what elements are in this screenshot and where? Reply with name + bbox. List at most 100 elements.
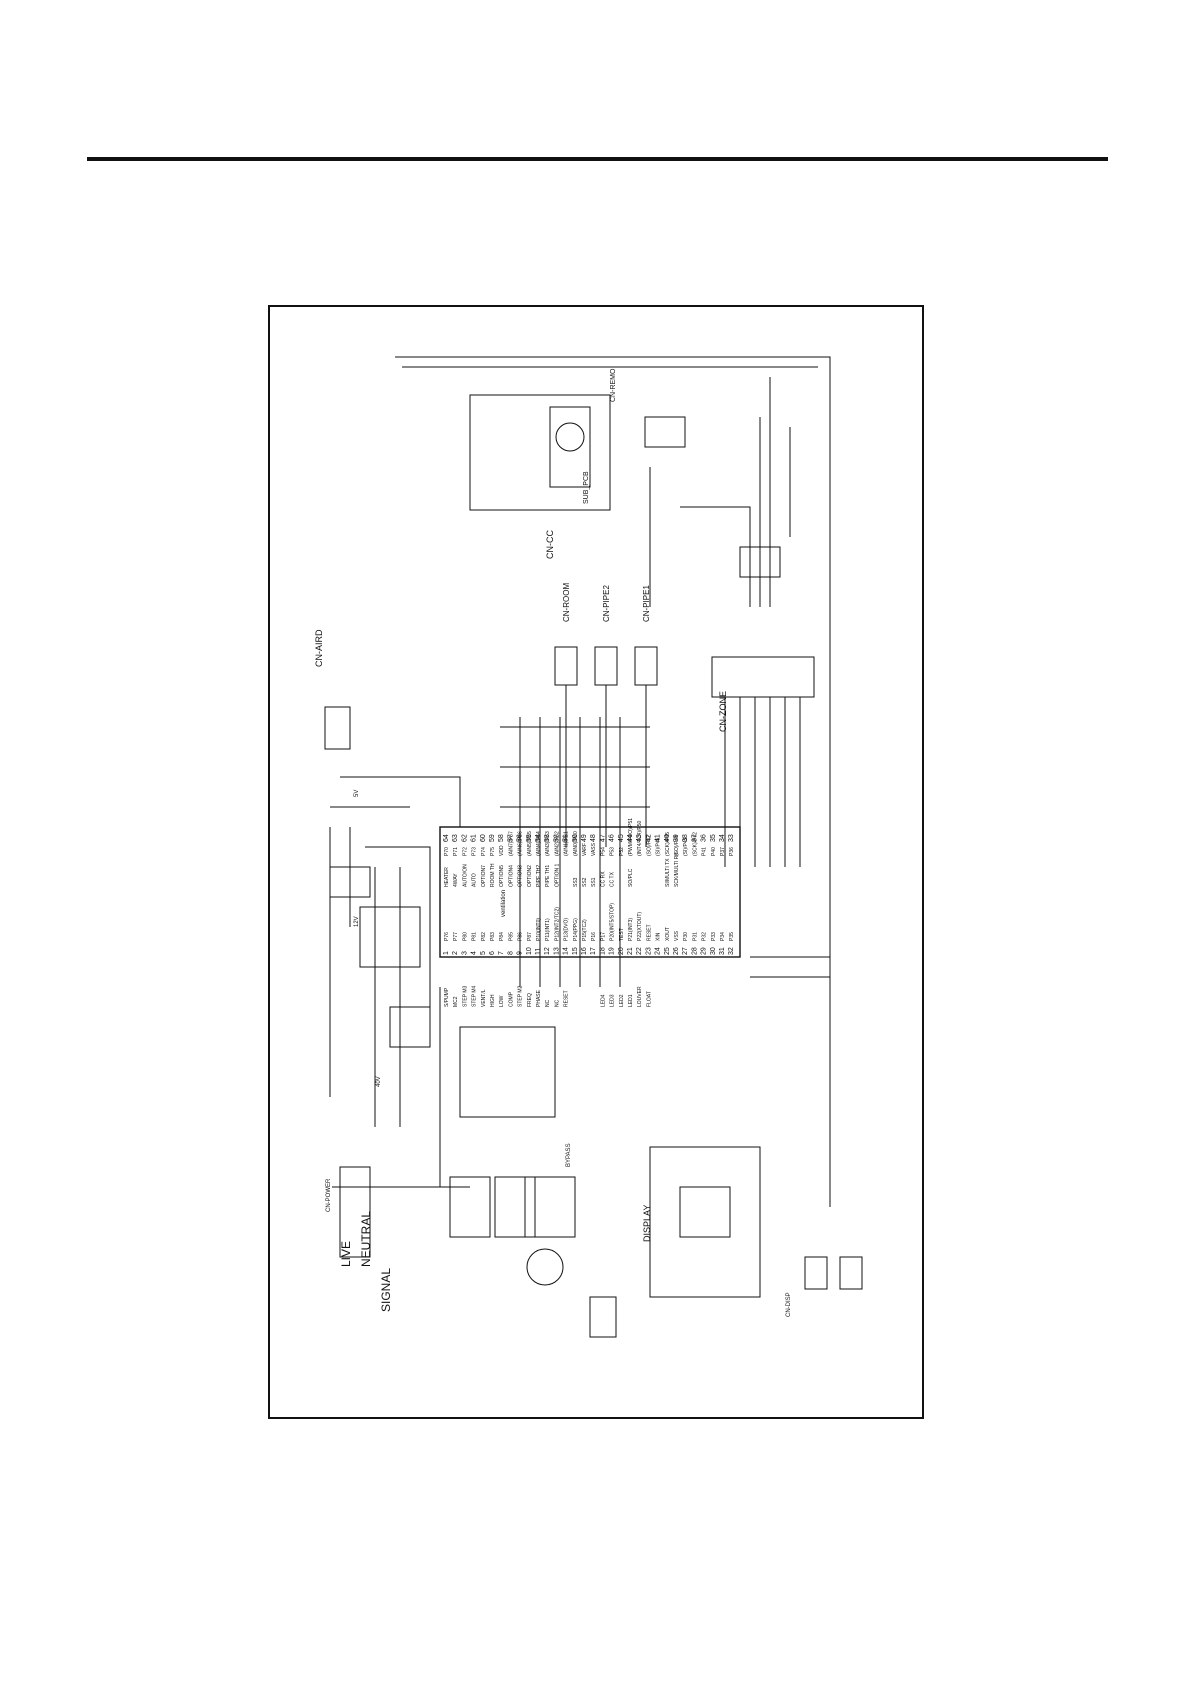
mcu-pin-name: (AIN3)/P63 [545,831,551,856]
mcu-pin-name: (AIN0)/P60 [573,831,579,856]
mcu-pin-name: P33 [711,932,717,941]
mcu-pin-number: 17 [590,947,597,955]
signal-label-left: VENT/L [481,989,487,1007]
mcu-pin-name: VSS [674,930,680,941]
signal-label-right: OPTION 1 [554,863,560,887]
mcu-pin-number: 48 [590,834,597,842]
sub-pcb-label: SUB_PCB [583,471,590,504]
mcu-pin-number: 54 [535,834,542,842]
mcu-pin-number: 15 [572,947,579,955]
power-label-live: LIVE [339,1241,353,1267]
mcu-pin-number: 62 [461,834,468,842]
signal-label-right: OPTION4 [508,865,514,887]
mcu-pin-number: 35 [710,834,717,842]
mcu-pin-name: P36 [729,847,735,856]
mcu-pin-name: P73 [472,847,478,856]
mcu-pin-name: P21(INT3) [628,918,634,941]
mcu-pin-name: VARF [582,843,588,856]
mcu-pin-number: 61 [471,834,478,842]
mcu-pin-name: P77 [453,932,459,941]
signal-label-left: STEP M3 [462,985,468,1007]
mcu-pin-number: 36 [701,834,708,842]
signal-label-right: SO/PLC [628,868,634,887]
signal-label-left: LED4 [600,994,606,1007]
signal-label-left: COMP [508,991,514,1007]
signal-label-left: MC2 [453,996,459,1007]
mcu-pin-name: P40 [711,847,717,856]
signal-label-right: AUTO [472,873,478,887]
signal-label-right: SS2 [582,877,588,887]
mcu-pin-name: (AIN7)/P67 [508,831,514,856]
mcu-pin-name: P10(INT0) [536,918,542,941]
mcu-pin-name: P84 [499,932,505,941]
mcu-pin-number: 18 [599,947,606,955]
signal-label-left: HIGH [490,994,496,1007]
mcu-pin-name: P83 [490,932,496,941]
mcu-pin-name: (INT4/TC4)/P50 [637,820,643,856]
mcu-pin-number: 38 [682,834,689,842]
mcu-pin-name: P22(XTOUT) [637,912,643,941]
mcu-pin-name: (SO)/P44 [674,835,680,856]
mcu-pin-number: 4 [471,951,478,955]
mcu-pin-name: (SCK)/P42 [692,832,698,856]
mcu-pin-number: 33 [728,834,735,842]
signal-label-right: OPTION7 [481,865,487,887]
connector-aird-label: CN-AIRD [314,629,324,667]
signal-label-right: HEATER [444,867,450,887]
connector-disp-label: CN-DISP [786,1292,792,1317]
signal-label-right: PIPE TH2 [536,865,542,887]
mcu-pin-name: VASS [591,842,597,856]
mcu-pin-number: 30 [710,947,717,955]
mcu-pin-name: (SO)/P47 [646,835,652,856]
wiring-diagram: 1P762P773P804P815P826P837P848P859P8610P8… [314,356,863,1338]
mcu-pin-number: 44 [627,834,634,842]
ventilation-label: ventilation [501,890,507,917]
mcu-pin-name: TEST [619,928,625,941]
mcu-pin-name: P52 [619,847,625,856]
header-rule [87,157,1108,161]
mcu-pin-number: 7 [498,951,505,955]
mcu-pin-number: 14 [563,947,570,955]
mcu-pin-number: 28 [691,947,698,955]
mcu-pin-name: P32 [702,932,708,941]
mcu-pin-name: (SI)/P46 [656,837,662,856]
signal-label-right: SS1 [591,877,597,887]
mcu-pin-number: 46 [609,834,616,842]
signal-label-left: LED1 [628,994,634,1007]
mcu-pin-number: 43 [636,834,643,842]
mcu-pin-number: 58 [498,834,505,842]
mcu-pin-name: (SI)/P43 [683,837,689,856]
mcu-pin-number: 10 [526,947,533,955]
mcu-pin-name: P11(INT1) [545,918,551,941]
mcu-pin-name: P76 [444,932,450,941]
signal-label-left: FREQ [527,993,533,1007]
mcu-pin-number: 56 [517,834,524,842]
signal-label-right: ROOM TH [490,863,496,887]
mcu-pin-name: P41 [702,847,708,856]
mcu-pin-name: (AIN5)/P65 [527,831,533,856]
mcu-pin-name: XOUT [665,927,671,941]
mcu-pin-name: P14(PPG) [573,918,579,941]
mcu-pin-number: 6 [489,951,496,955]
mcu-pin-name: P34 [720,932,726,941]
mcu-pin-number: 19 [609,947,616,955]
mcu-pin-name: P80 [462,932,468,941]
mcu-pin-number: 22 [636,947,643,955]
mcu-pin-number: 25 [664,947,671,955]
mcu-pin-name: P82 [481,932,487,941]
mcu-pin-name: (AIN4)/P64 [536,831,542,856]
mcu-pin-number: 55 [526,834,533,842]
mcu-pin-number: 21 [627,947,634,955]
mcu-pin-number: 63 [452,834,459,842]
twelve-volt-label: 12V [354,916,360,927]
mcu-pin-name: P37 [720,847,726,856]
mcu-pin-number: 59 [489,834,496,842]
mcu-pin-number: 26 [673,947,680,955]
signal-label-left: STEP M4 [472,985,478,1007]
power-label-neutral: NEUTRAL [359,1211,373,1267]
mcu-pin-number: 60 [480,834,487,842]
mcu-pin-name: P35 [729,932,735,941]
mcu-pin-number: 49 [581,834,588,842]
mcu-pin-number: 41 [655,834,662,842]
